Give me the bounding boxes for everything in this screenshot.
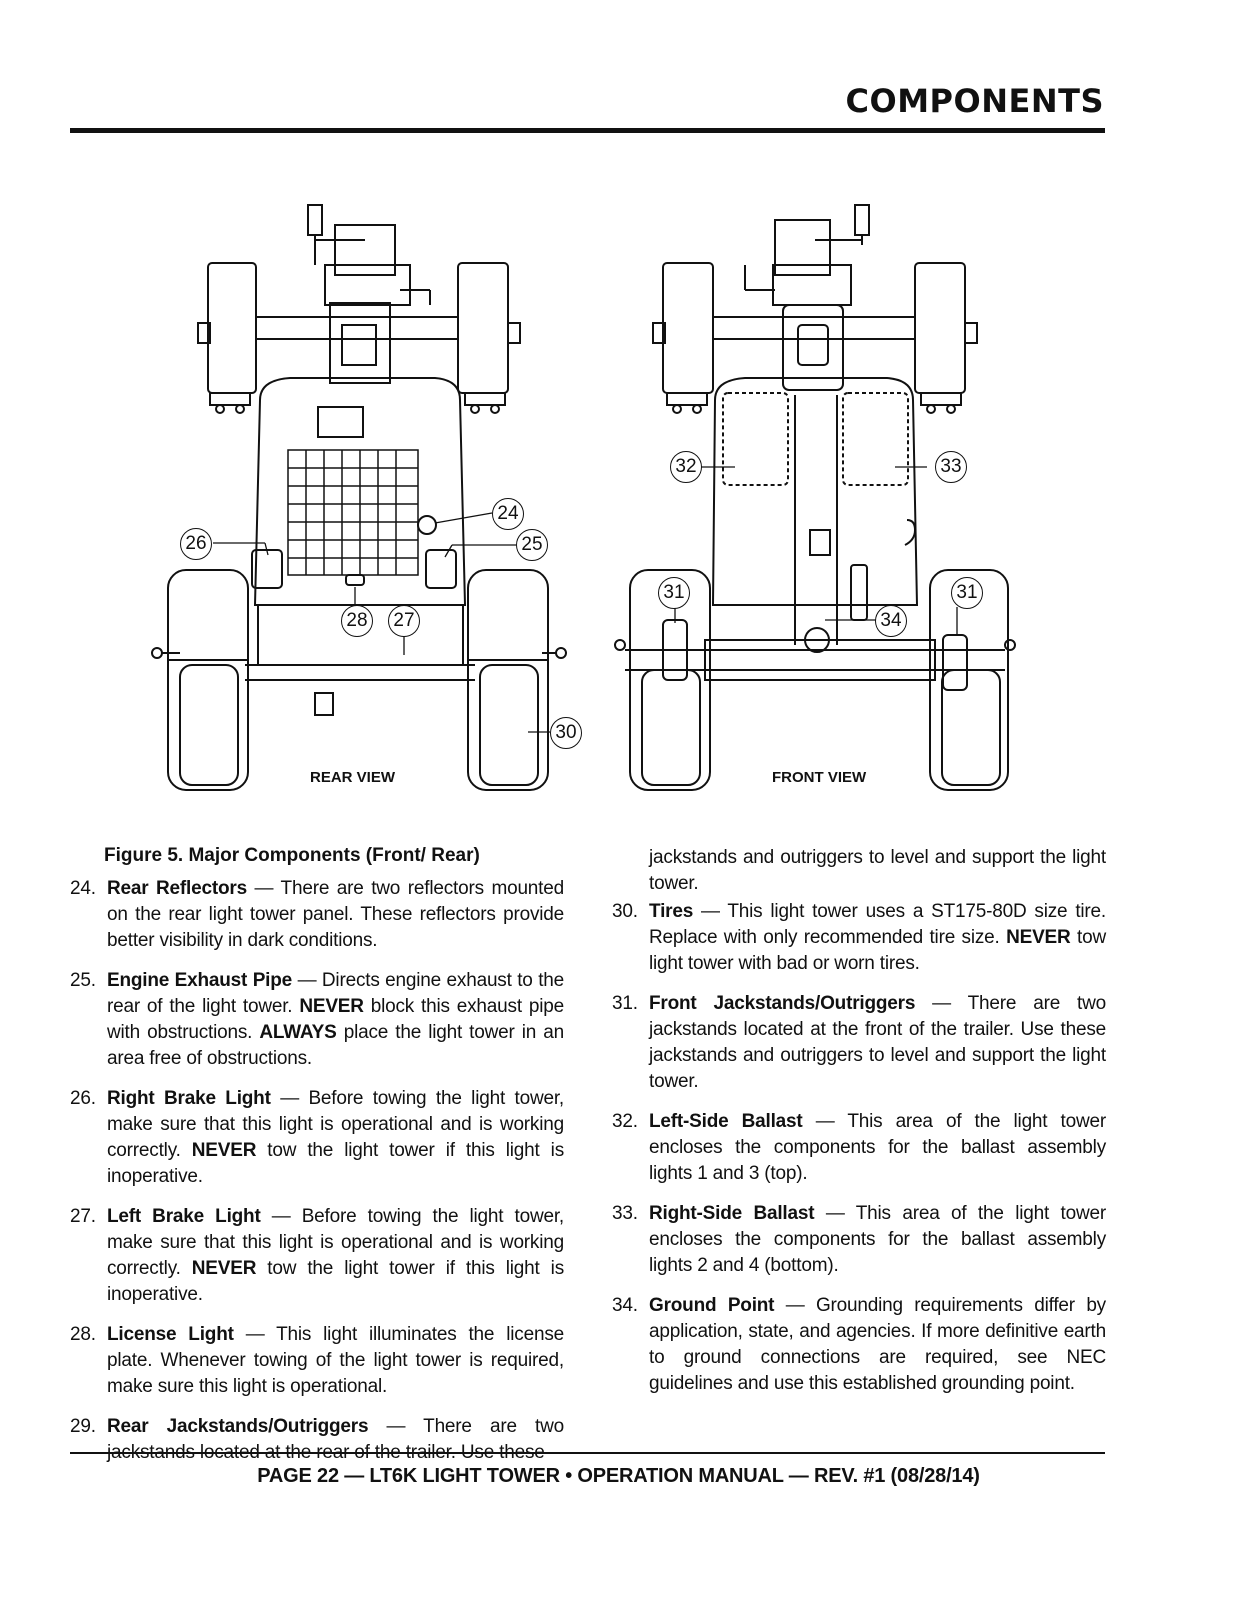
- callout-25: 25: [516, 529, 548, 561]
- item-title: Engine Exhaust Pipe: [107, 970, 293, 991]
- item-number: 30.: [612, 901, 638, 922]
- item-29-continued: jackstands and outriggers to level and s…: [612, 845, 1106, 897]
- item-title: Rear Jackstands/Outriggers: [107, 1416, 369, 1437]
- callout-27: 27: [388, 605, 420, 637]
- item-30: 30. Tires — This light tower uses a ST17…: [612, 899, 1106, 977]
- item-29: 29. Rear Jackstands/Outriggers — There a…: [70, 1414, 564, 1466]
- rear-view-drawing: [151, 204, 567, 791]
- callout-31-left: 31: [658, 577, 690, 609]
- item-text: — This area of the light tower encloses …: [649, 1203, 1107, 1276]
- item-26: 26. Right Brake Light — Before towing th…: [70, 1086, 564, 1190]
- item-emphasis: NEVER: [299, 996, 364, 1017]
- front-view-label: FRONT VIEW: [772, 769, 867, 786]
- callout-24: 24: [492, 498, 524, 530]
- item-text: — This area of the light tower encloses …: [649, 1111, 1106, 1184]
- callout-31-right: 31: [951, 577, 983, 609]
- figure-caption: Figure 5. Major Components (Front/ Rear): [104, 845, 480, 866]
- item-text: — Before towing the light tower, make su…: [107, 1206, 564, 1279]
- footer-rule: [70, 1452, 1105, 1454]
- front-view-drawing: [614, 204, 1016, 791]
- callout-30: 30: [550, 717, 582, 749]
- item-number: 29.: [70, 1416, 96, 1437]
- callout-26: 26: [180, 528, 212, 560]
- item-32: 32. Left-Side Ballast — This area of the…: [612, 1109, 1106, 1187]
- item-text: tow light tower with bad or worn tires.: [649, 927, 1106, 974]
- item-text: — There are two jackstands located at th…: [649, 993, 1106, 1092]
- item-number: 25.: [70, 970, 96, 991]
- item-title: Rear Reflectors: [107, 878, 247, 899]
- item-text: tow the light tower if this light is ino…: [107, 1140, 564, 1187]
- item-text: — There are two reflectors mounted on th…: [107, 878, 564, 951]
- item-number: 24.: [70, 878, 96, 899]
- header-rule: [70, 128, 1105, 133]
- item-text: — Directs engine exhaust to the rear of …: [107, 970, 565, 1017]
- item-33: 33. Right-Side Ballast — This area of th…: [612, 1201, 1106, 1279]
- item-number: 32.: [612, 1111, 638, 1132]
- item-text: jackstands and outriggers to level and s…: [649, 847, 1106, 894]
- item-text: block this exhaust pipe with obstruction…: [107, 996, 564, 1043]
- page-header-title: COMPONENTS: [845, 82, 1104, 120]
- item-number: 26.: [70, 1088, 96, 1109]
- item-number: 27.: [70, 1206, 96, 1227]
- item-emphasis: NEVER: [191, 1140, 257, 1161]
- item-28: 28. License Light — This light illuminat…: [70, 1322, 564, 1400]
- item-number: 33.: [612, 1203, 638, 1224]
- item-number: 31.: [612, 993, 638, 1014]
- callout-33: 33: [935, 451, 967, 483]
- item-25: 25. Engine Exhaust Pipe — Directs engine…: [70, 968, 564, 1072]
- item-emphasis: ALWAYS: [259, 1022, 337, 1043]
- rear-view-label: REAR VIEW: [310, 769, 396, 786]
- components-figure: REAR VIEW FRONT VIEW 24 25 26 28 27 30 3…: [150, 195, 1035, 800]
- item-title: Front Jackstands/Outriggers: [649, 993, 916, 1014]
- item-emphasis: NEVER: [1006, 927, 1071, 948]
- item-text: — This light illuminates the license pla…: [107, 1324, 564, 1397]
- item-number: 28.: [70, 1324, 96, 1345]
- callout-32: 32: [670, 451, 702, 483]
- item-34: 34. Ground Point — Grounding requirement…: [612, 1293, 1106, 1397]
- item-emphasis: NEVER: [191, 1258, 257, 1279]
- item-text: place the light tower in an area free of…: [107, 1022, 564, 1069]
- left-column: 24. Rear Reflectors — There are two refl…: [70, 876, 564, 1480]
- callout-28: 28: [341, 605, 373, 637]
- item-number: 34.: [612, 1295, 638, 1316]
- item-title: Tires: [649, 901, 694, 922]
- item-title: Left-Side Ballast: [649, 1111, 803, 1132]
- item-title: Left Brake Light: [107, 1206, 261, 1227]
- item-title: License Light: [107, 1324, 234, 1345]
- item-title: Right Brake Light: [107, 1088, 271, 1109]
- item-31: 31. Front Jackstands/Outriggers — There …: [612, 991, 1106, 1095]
- item-text: tow the light tower if this light is ino…: [107, 1258, 564, 1305]
- callout-34: 34: [875, 605, 907, 637]
- item-text: — This light tower uses a ST175-80D size…: [649, 901, 1106, 948]
- item-24: 24. Rear Reflectors — There are two refl…: [70, 876, 564, 954]
- item-text: — Before towing the light tower, make su…: [107, 1088, 564, 1161]
- item-27: 27. Left Brake Light — Before towing the…: [70, 1204, 564, 1308]
- light-tower-drawing: [151, 204, 1016, 791]
- item-title: Right-Side Ballast: [649, 1203, 815, 1224]
- item-text: — Grounding requirements differ by appli…: [649, 1295, 1106, 1394]
- right-column: jackstands and outriggers to level and s…: [612, 845, 1106, 1411]
- item-title: Ground Point: [649, 1295, 775, 1316]
- page-footer: PAGE 22 — LT6K LIGHT TOWER • OPERATION M…: [257, 1465, 980, 1487]
